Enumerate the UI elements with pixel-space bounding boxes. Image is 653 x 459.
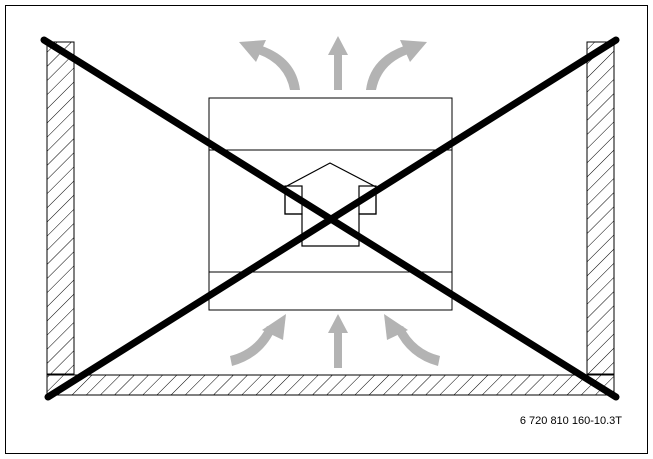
house-icon [284,162,377,247]
arrow-curve-right-icon [366,40,427,90]
arrow-curve-in-left-icon [230,314,286,366]
airflow-out-arrows [239,36,427,90]
outer-border [5,5,648,454]
right-wall [586,41,615,375]
diagram-reference-code: 6 720 810 160-10.3T [519,415,622,427]
arrow-up-icon [328,36,348,90]
arrow-curve-in-right-icon [384,314,440,366]
floor [46,374,615,396]
cross-out-mark [40,36,620,401]
left-wall [46,41,75,375]
arrow-up-icon [328,314,348,368]
airflow-in-arrows [230,314,440,368]
arrow-curve-left-icon [239,40,300,90]
